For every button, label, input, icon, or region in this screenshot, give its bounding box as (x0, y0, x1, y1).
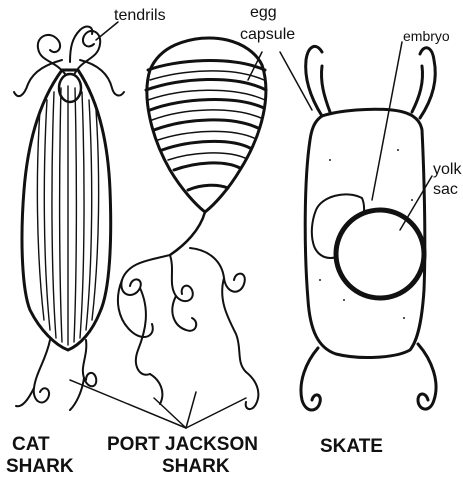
yolk-sac (336, 210, 424, 298)
label-tendrils: tendrils (114, 7, 166, 24)
label-port-jackson-line1: PORT JACKSON (107, 434, 258, 455)
label-cat-shark-line1: CAT (12, 434, 50, 455)
label-port-jackson-line2: SHARK (162, 456, 230, 477)
label-egg: egg (250, 4, 277, 21)
label-yolk: yolk (433, 161, 462, 178)
cat-shark-egg-case (14, 27, 124, 410)
label-cat-shark-line2: SHARK (6, 456, 74, 477)
label-sac: sac (433, 181, 458, 198)
label-embryo: embryo (403, 28, 450, 44)
port-jackson-shark-egg-case (118, 38, 266, 409)
skate-egg-case (301, 46, 436, 410)
label-skate: SKATE (320, 436, 383, 457)
label-capsule: capsule (240, 26, 295, 43)
